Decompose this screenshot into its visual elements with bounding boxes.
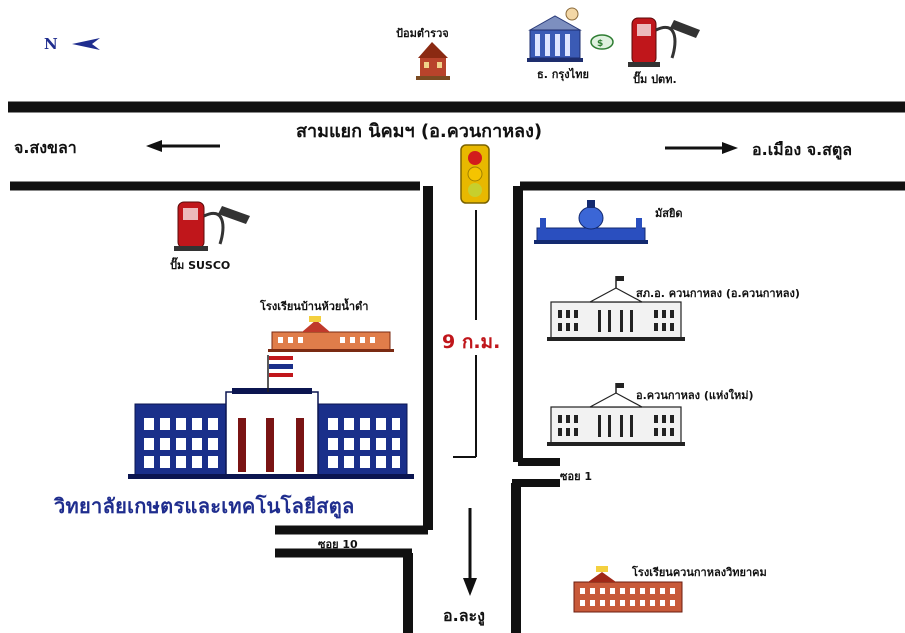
school-huay-nam-dam-label: โรงเรียนบ้านห้วยน้ำดำ (260, 300, 369, 313)
school-khuan-kalong-icon (573, 566, 683, 613)
new-district-office-label: อ.ควนกาหลง (แห่งใหม่) (636, 389, 754, 402)
mosque-icon (534, 200, 648, 244)
college-label: วิทยาลัยเกษตรและเทคโนโลยีสตูล (54, 494, 355, 518)
east-arrow-icon (665, 142, 738, 154)
school-huay-nam-dam-icon (268, 316, 394, 352)
soi-10-label: ซอย 10 (318, 538, 358, 551)
distance-bracket (453, 210, 477, 458)
college-building-icon (128, 355, 414, 479)
south-direction-label: อ.ละงู (443, 606, 485, 625)
ptt-pump-label: ปั๊ม ปตท. (633, 73, 677, 86)
bank-label: ธ. กรุงไทย (537, 68, 589, 81)
distance-label: 9 ก.ม. (442, 331, 501, 353)
susco-pump-label: ปั๊ม SUSCO (170, 259, 231, 272)
west-arrow-icon (146, 140, 220, 152)
north-arrow-icon (72, 38, 100, 50)
junction-label: สามแยก นิคมฯ (อ.ควนกาหลง) (296, 121, 543, 142)
north-label: N (44, 35, 58, 53)
west-direction-label: จ.สงขลา (14, 138, 77, 157)
school-khuan-kalong-label: โรงเรียนควนกาหลงวิทยาคม (632, 566, 767, 579)
susco-pump-icon (174, 201, 250, 251)
district-police-label: สภ.อ. ควนกาหลง (อ.ควนกาหลง) (636, 287, 800, 300)
mosque-label: มัสยิด (655, 207, 683, 220)
bank-icon: $ (527, 7, 614, 62)
police-box-icon (416, 42, 450, 80)
south-arrow-icon (463, 508, 477, 596)
svg-text:$: $ (597, 39, 603, 49)
east-direction-label: อ.เมือง จ.สตูล (752, 140, 853, 159)
ptt-pump-icon (628, 17, 700, 67)
police-box-label: ป้อมตำรวจ (396, 27, 449, 40)
traffic-light-icon (460, 144, 490, 204)
new-district-office-building-icon (547, 383, 685, 446)
soi-1-label: ซอย 1 (560, 470, 593, 483)
district-police-building-icon (547, 276, 685, 341)
